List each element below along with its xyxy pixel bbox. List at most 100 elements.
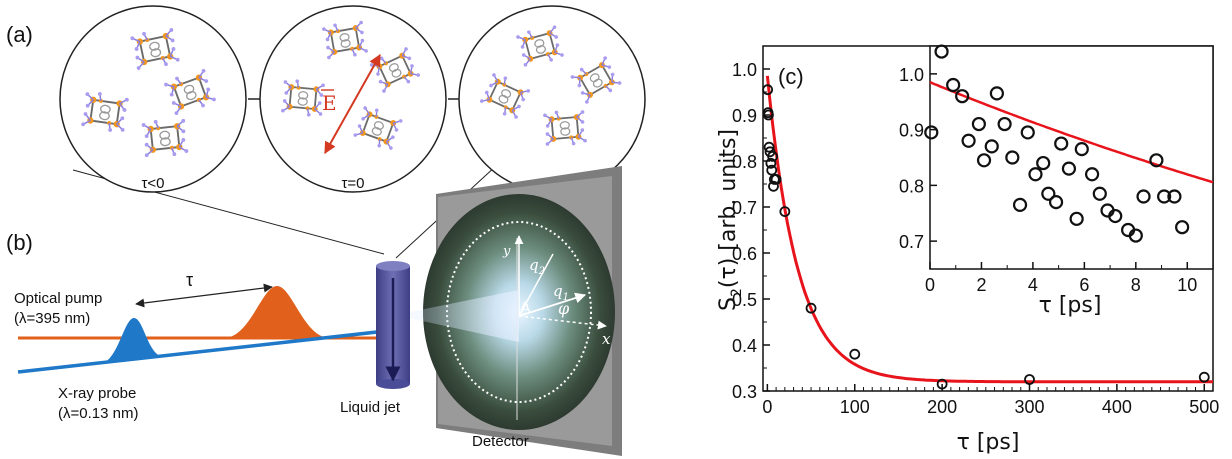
data-point — [1175, 220, 1190, 235]
x-tick-label: 4 — [1028, 275, 1038, 295]
x-tick-label: 100 — [840, 397, 870, 417]
y-tick-label: 0.8 — [899, 176, 924, 196]
tau-arrow — [135, 283, 273, 308]
x-tick-label: 6 — [1079, 275, 1089, 295]
main-points — [762, 84, 1210, 390]
field-label: E — [322, 91, 337, 115]
x-tick-label: 8 — [1131, 275, 1141, 295]
data-point — [1092, 186, 1107, 201]
panel-b-label: (b) — [6, 230, 33, 255]
data-point — [989, 86, 1004, 101]
y-tick-label: 0.9 — [899, 121, 924, 141]
main-y-axis-label: S2(τ) [arb. units] — [716, 129, 745, 311]
detector-phi-label: φ — [558, 299, 570, 318]
liquid-jet-label: Liquid jet — [340, 399, 401, 416]
xray-probe — [17, 318, 396, 374]
data-point — [765, 157, 777, 169]
panel-c-label: (c) — [778, 64, 804, 89]
x-tick-label: 10 — [1177, 275, 1197, 295]
main-y-axis-label-s: S — [716, 297, 741, 311]
detector-x-label: x — [602, 330, 611, 348]
y-tick-label: 0.5 — [732, 290, 757, 310]
data-point — [1041, 186, 1056, 201]
data-point — [1167, 189, 1182, 204]
detector-y-label: y — [502, 244, 511, 259]
data-point — [1020, 125, 1035, 140]
y-tick-label: 0.4 — [732, 336, 757, 356]
data-point — [955, 89, 970, 104]
probe-label-1: X-ray probe — [58, 385, 136, 402]
y-tick-label: 0.9 — [732, 106, 757, 126]
data-point — [1028, 167, 1043, 182]
y-tick-label: 0.7 — [732, 198, 757, 218]
scatter-cone — [395, 290, 519, 342]
data-point — [767, 150, 779, 162]
data-point — [805, 302, 817, 314]
tau-label: τ — [186, 270, 193, 290]
data-point — [1074, 142, 1089, 157]
data-point — [924, 125, 939, 140]
data-point — [1136, 189, 1151, 204]
x-tick-label: 2 — [976, 275, 986, 295]
data-point — [1012, 197, 1028, 212]
detector-label: Detector — [472, 433, 529, 450]
y-tick-label: 0.8 — [732, 152, 757, 172]
data-point — [763, 141, 775, 153]
probe-label-2: (λ=0.13 nm) — [58, 405, 138, 422]
data-point — [770, 173, 782, 185]
main-y-axis-label-sub: 2 — [729, 288, 745, 297]
data-point — [936, 378, 948, 390]
data-point — [1157, 189, 1172, 204]
data-point — [1069, 211, 1084, 226]
data-point — [976, 153, 992, 168]
inset-x-axis-label: τ [ps] — [1039, 293, 1102, 318]
data-point — [849, 348, 861, 360]
data-point — [1005, 150, 1020, 165]
inset-points — [924, 44, 1190, 243]
y-tick-label: 1.0 — [732, 60, 757, 80]
data-point — [1061, 161, 1077, 176]
circle-after: τ>0 — [458, 5, 646, 193]
x-tick-label: 300 — [1014, 397, 1044, 417]
y-tick-label: 0.3 — [732, 382, 757, 402]
data-point — [997, 116, 1012, 132]
main-y-ticks: 0.3 0.4 0.5 0.6 0.7 0.8 0.9 1.0 — [732, 60, 770, 402]
pump-label-2: (λ=395 nm) — [14, 310, 90, 327]
data-point — [984, 139, 999, 154]
circle-zero-label: τ=0 — [341, 175, 364, 192]
inset-y-ticks: 0.70.80.91.0 — [899, 65, 937, 252]
data-point — [934, 44, 949, 59]
circle-zero: E τ=0 — [259, 5, 447, 193]
data-point — [779, 206, 791, 218]
data-point — [1198, 371, 1210, 383]
y-tick-label: 0.6 — [732, 244, 757, 264]
x-tick-label: 0 — [762, 397, 772, 417]
pump-label-1: Optical pump — [14, 290, 102, 307]
detector-q1-label: q1 — [553, 282, 569, 303]
circle-before: τ<0 — [59, 5, 247, 193]
data-point — [1036, 155, 1051, 171]
data-point — [961, 133, 976, 148]
data-point — [971, 116, 986, 132]
y-tick-label: 0.7 — [899, 232, 924, 252]
detector-delta-label: Δ — [521, 299, 529, 313]
x-tick-label: 500 — [1189, 397, 1219, 417]
data-point — [1054, 136, 1069, 151]
main-y-axis-label-tail: (τ) [arb. units] — [716, 129, 741, 288]
inset-fit-curve — [929, 81, 1214, 184]
x-tick-label: 0 — [925, 275, 935, 295]
data-point — [1149, 153, 1164, 168]
circle-before-label: τ<0 — [141, 175, 164, 192]
main-x-axis-label: τ [ps] — [957, 430, 1020, 455]
data-point — [946, 77, 961, 93]
main-fit-curve — [765, 75, 1213, 384]
data-point — [768, 180, 779, 192]
detector: y x q2 q1 Δ φ — [423, 166, 622, 456]
panel-a-label: (a) — [6, 22, 33, 47]
detector-q2-label: q2 — [529, 256, 545, 277]
data-point — [1084, 167, 1100, 182]
